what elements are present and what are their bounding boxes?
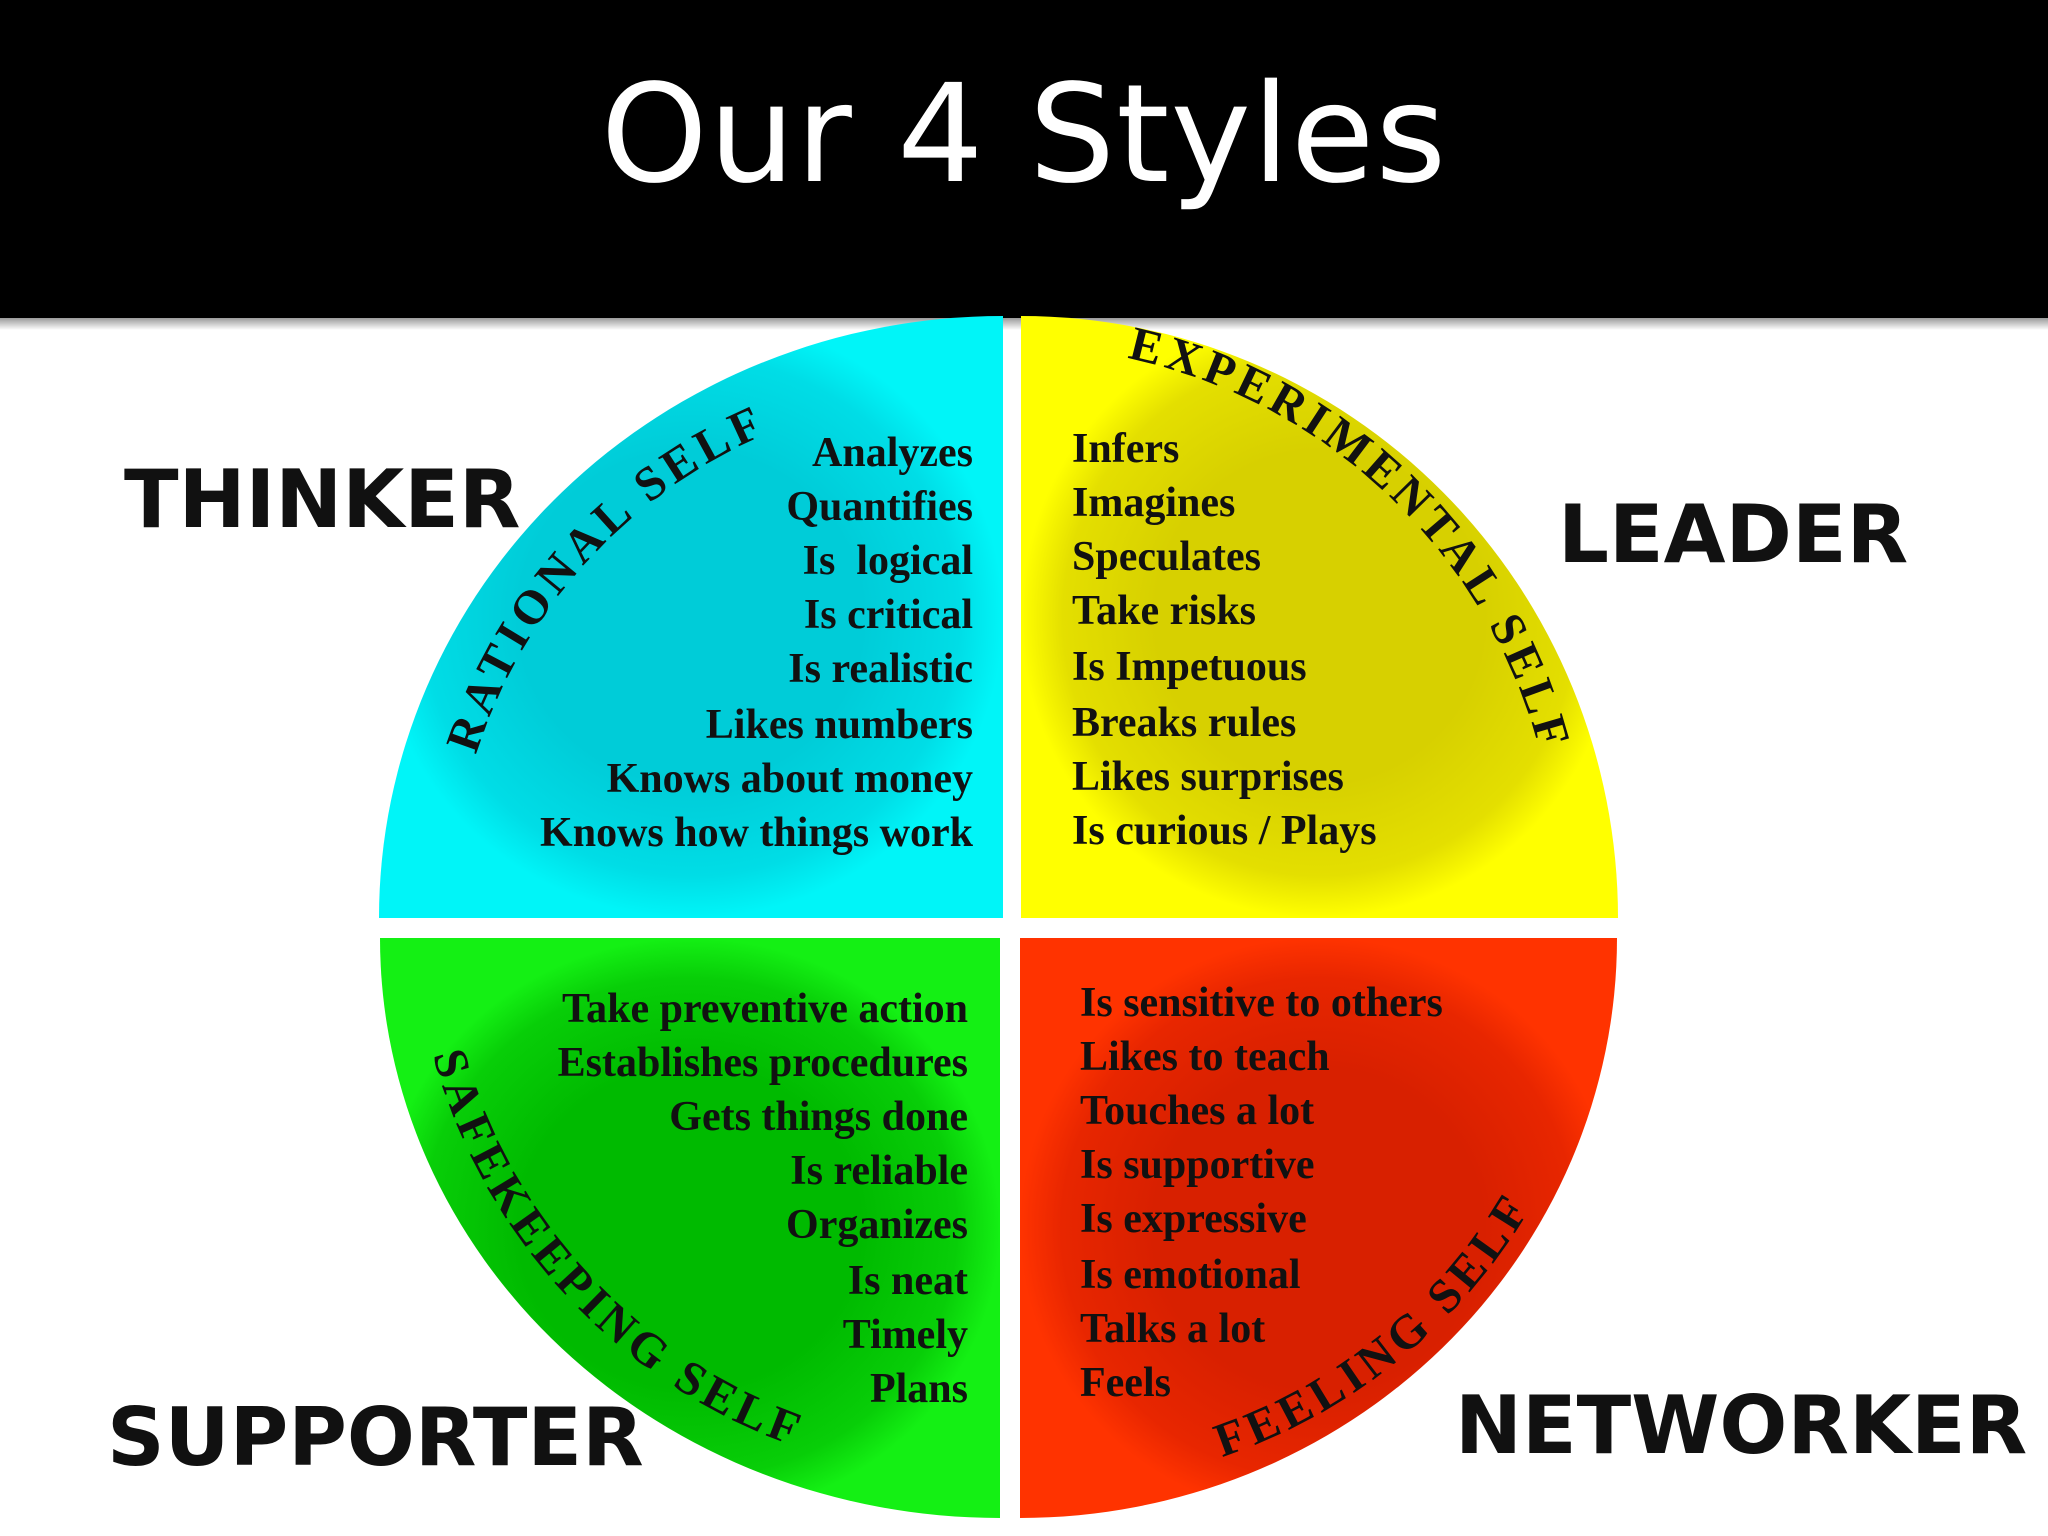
trait-feeling: Touches a lot [1080,1088,1314,1134]
trait-safekeeping: Establishes procedures [558,1040,968,1086]
trait-feeling: Feels [1080,1360,1171,1406]
quadrant-experimental [1021,316,1618,918]
trait-experimental: Is Impetuous [1072,644,1307,690]
trait-feeling: Talks a lot [1080,1306,1265,1352]
trait-experimental: Breaks rules [1072,700,1296,746]
trait-feeling: Is sensitive to others [1080,980,1443,1026]
trait-safekeeping: Gets things done [669,1094,968,1140]
trait-feeling: Likes to teach [1080,1034,1330,1080]
page-title: Our 4 Styles [600,56,1448,214]
trait-rational: Knows about money [607,756,973,802]
title-bar [0,0,2048,318]
trait-feeling: Is expressive [1080,1196,1307,1242]
trait-experimental: Speculates [1072,534,1261,580]
style-label-networker: NETWORKER [1455,1379,2028,1472]
trait-rational: Is critical [804,592,973,638]
trait-safekeeping: Plans [870,1366,968,1412]
trait-rational: Quantifies [786,484,973,530]
trait-rational: Likes numbers [706,702,973,748]
trait-safekeeping: Is neat [848,1258,968,1304]
style-label-thinker: THINKER [124,453,521,546]
quadrant-feeling [1020,938,1617,1518]
trait-experimental: Is curious / Plays [1072,808,1377,854]
style-label-leader: LEADER [1558,488,1909,581]
trait-feeling: Is supportive [1080,1142,1315,1188]
trait-safekeeping: Timely [843,1312,968,1358]
quadrant-rational [379,316,1003,918]
trait-rational: Knows how things work [540,810,974,856]
trait-experimental: Likes surprises [1072,754,1344,800]
trait-rational: Analyzes [812,430,973,476]
trait-experimental: Take risks [1072,588,1256,634]
trait-experimental: Imagines [1072,480,1235,526]
trait-feeling: Is emotional [1080,1252,1301,1298]
quadrant-safekeeping [380,938,1000,1518]
trait-safekeeping: Organizes [786,1202,968,1248]
style-label-supporter: SUPPORTER [107,1391,644,1484]
trait-safekeeping: Is reliable [790,1148,968,1194]
trait-safekeeping: Take preventive action [562,986,968,1032]
trait-rational: Is logical [803,538,973,584]
trait-rational: Is realistic [788,646,973,692]
trait-experimental: Infers [1072,426,1179,472]
